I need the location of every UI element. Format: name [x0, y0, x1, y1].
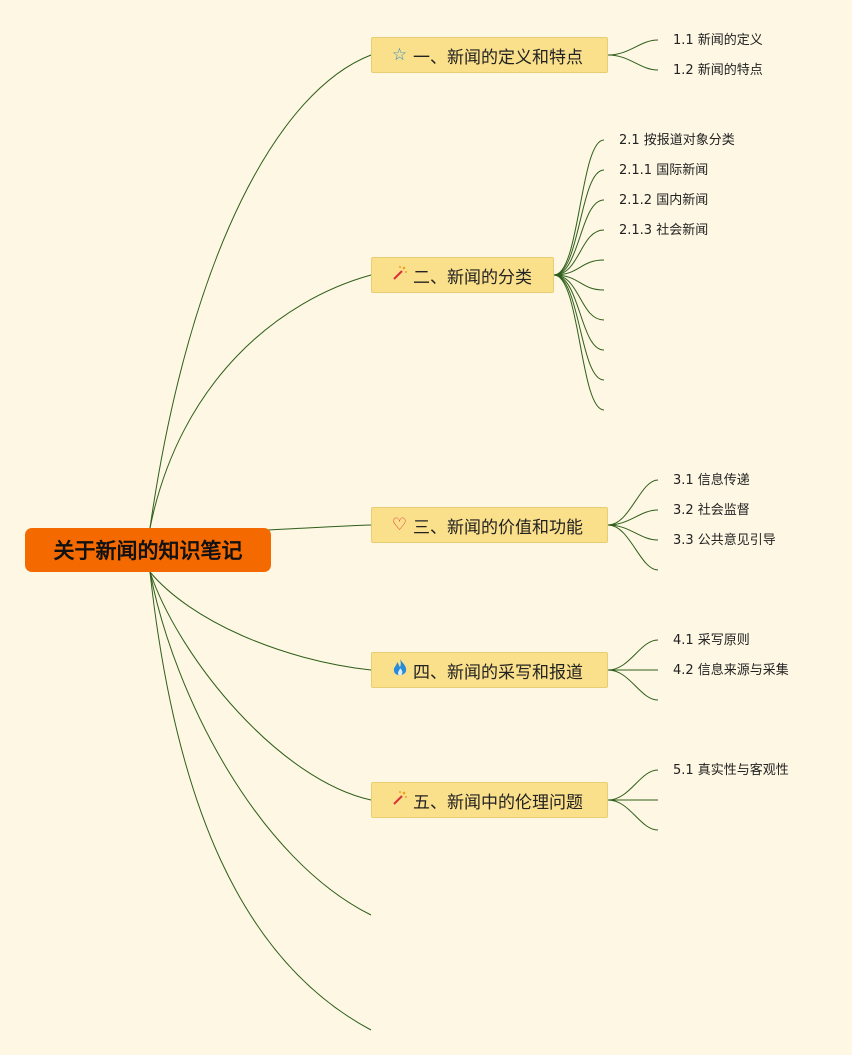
connector-root-branch-1 — [149, 54, 372, 529]
leaf-node[interactable]: 2.1.1 国际新闻 — [619, 163, 709, 178]
leaf-node[interactable]: 2.1.2 国内新闻 — [619, 193, 709, 208]
leaf-node[interactable]: 1.1 新闻的定义 — [673, 33, 763, 48]
connector-b2-leaf-2 — [553, 169, 605, 276]
connector-root-extra-1 — [149, 571, 372, 916]
connector-b5-leaf-1 — [607, 769, 659, 801]
leaf-node[interactable]: 1.2 新闻的特点 — [673, 63, 763, 78]
branch-label: 二、新闻的分类 — [413, 267, 532, 288]
leaf-node[interactable]: 4.1 采写原则 — [673, 633, 750, 648]
connector-b4-leaf-1 — [607, 639, 659, 671]
connector-b2-leaf-10 — [553, 274, 605, 411]
branch-node-4[interactable]: 四、新闻的采写和报道 — [371, 652, 608, 688]
branch-node-3[interactable]: ♡ 三、新闻的价值和功能 — [371, 507, 608, 543]
connector-b2-leaf-6 — [553, 274, 605, 291]
connector-b3-leaf-1 — [607, 479, 659, 526]
leaf-node[interactable]: 2.1.3 社会新闻 — [619, 223, 709, 238]
branch-label: 一、新闻的定义和特点 — [413, 47, 583, 68]
connector-b2-leaf-4 — [553, 229, 605, 276]
leaf-node[interactable]: 3.2 社会监督 — [673, 503, 750, 518]
connector-root-branch-2 — [149, 274, 372, 529]
branch-node-2[interactable]: 二、新闻的分类 — [371, 257, 554, 293]
connector-b4-leaf-3 — [607, 669, 659, 701]
connector-b1-leaf-1 — [607, 39, 659, 56]
star-icon: ☆ — [391, 45, 408, 65]
connector-b2-leaf-1 — [553, 139, 605, 276]
leaf-node[interactable]: 5.1 真实性与客观性 — [673, 763, 789, 778]
connector-b5-leaf-3 — [607, 799, 659, 831]
connector-b3-leaf-4 — [607, 524, 659, 571]
connector-root-extra-2 — [149, 571, 372, 1031]
connector-root-branch-5 — [149, 571, 372, 801]
connector-b2-leaf-7 — [553, 274, 605, 321]
fire-icon — [389, 658, 410, 683]
connector-b2-leaf-8 — [553, 274, 605, 351]
heart-icon: ♡ — [391, 515, 408, 535]
magic-wand-icon — [389, 789, 410, 812]
connector-b2-leaf-5 — [553, 259, 605, 276]
branch-label: 五、新闻中的伦理问题 — [413, 792, 583, 813]
connector-root-branch-4 — [149, 571, 372, 671]
branch-label: 三、新闻的价值和功能 — [413, 517, 583, 538]
connector-b2-leaf-9 — [553, 274, 605, 381]
connector-b2-leaf-3 — [553, 199, 605, 276]
leaf-node[interactable]: 4.2 信息来源与采集 — [673, 663, 789, 678]
connector-root-branch-3 — [267, 524, 372, 531]
connector-b3-leaf-2 — [607, 509, 659, 526]
leaf-node[interactable]: 2.1 按报道对象分类 — [619, 133, 735, 148]
branch-label: 四、新闻的采写和报道 — [413, 662, 583, 683]
leaf-node[interactable]: 3.3 公共意见引导 — [673, 533, 776, 548]
leaf-node[interactable]: 3.1 信息传递 — [673, 473, 750, 488]
root-title: 关于新闻的知识笔记 — [53, 539, 243, 563]
connector-b1-leaf-2 — [607, 54, 659, 71]
branch-node-1[interactable]: ☆ 一、新闻的定义和特点 — [371, 37, 608, 73]
root-node[interactable]: 关于新闻的知识笔记 — [25, 528, 271, 572]
branch-node-5[interactable]: 五、新闻中的伦理问题 — [371, 782, 608, 818]
magic-wand-icon — [389, 264, 410, 287]
